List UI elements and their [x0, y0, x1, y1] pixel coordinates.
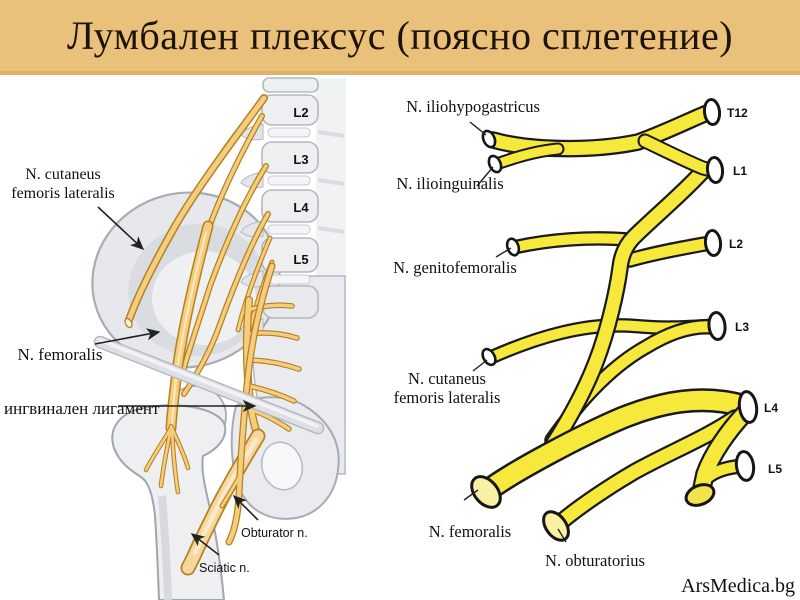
obturator-arrow — [232, 494, 259, 521]
vertebra-label-l2: L2 — [293, 105, 308, 120]
anatomy-arrows — [94, 206, 259, 556]
vertebra-l3 — [261, 141, 319, 174]
label-inguinal-ligament: ингвинален лигамент — [4, 399, 160, 418]
root-label-l4: L4 — [764, 401, 778, 415]
inguinal-ligament — [93, 335, 325, 435]
vertebra-label-l5: L5 — [293, 252, 308, 267]
label-obturator-n: Obturator n. — [241, 526, 308, 540]
cap-obturatorius — [542, 510, 570, 542]
label-cutaneus-line1: N. cutaneus — [25, 166, 101, 183]
obturator-foramen — [260, 441, 304, 491]
label-cutaneus-line2: femoris lateralis — [11, 185, 115, 202]
root-label-l1: L1 — [733, 164, 747, 178]
cap-genitofemoralis — [505, 237, 521, 257]
label-cutaneus-line1: N. cutaneus — [408, 369, 486, 388]
page-title: Лумбален плексус (поясно сплетение) — [66, 13, 734, 58]
nerve-obturator — [219, 262, 276, 546]
cap-femoralis — [470, 475, 502, 509]
root-labels: T12 L1 L2 L3 L4 L5 — [727, 106, 782, 476]
femoralis-arrow — [94, 328, 161, 345]
intervertebral-discs — [267, 127, 311, 285]
lumbar-plexus-figure: L2 L3 L4 L5 — [4, 77, 795, 600]
nerve-femoral-bundle — [165, 220, 214, 434]
vertebra-l4 — [261, 189, 319, 223]
label-obturatorius: N. obturatorius — [545, 551, 645, 570]
nerve-end-caps — [481, 129, 521, 367]
root-label-l3: L3 — [735, 320, 749, 334]
vertebra-labels: L2 L3 L4 L5 — [293, 105, 309, 267]
schematic-labels: N. iliohypogastricus N. ilioinguinalis N… — [393, 97, 645, 570]
title-bar: Лумбален плексус (поясно сплетение) — [0, 0, 800, 75]
root-cap-l4 — [737, 390, 759, 424]
label-femoralis: N. femoralis — [18, 345, 103, 364]
sciatic-arrow — [190, 533, 220, 556]
vertebra-label-l4: L4 — [293, 200, 309, 215]
cap-lumbosacral — [684, 483, 716, 507]
root-cap-l1 — [705, 156, 725, 184]
root-cap-l3 — [707, 311, 727, 341]
plexus-schematic: N. iliohypogastricus N. ilioinguinalis N… — [393, 97, 782, 570]
cutaneus-arrow — [97, 206, 145, 250]
label-femoralis: N. femoralis — [429, 522, 511, 541]
root-cap-l5 — [734, 450, 756, 482]
schematic-tubes — [478, 104, 756, 531]
anatomy-labels: N. cutaneus femoris lateralis N. femoral… — [4, 166, 308, 575]
label-iliohypogastricus: N. iliohypogastricus — [406, 97, 540, 116]
vertebra-l2 — [261, 94, 319, 126]
vertebral-bodies — [261, 77, 319, 319]
anatomy-illustration: L2 L3 L4 L5 — [4, 77, 346, 600]
schematic-pointers — [463, 121, 567, 543]
root-cap-l2 — [703, 229, 723, 257]
nerve-trunk-caps — [470, 475, 716, 542]
nerve-cutaneus-femoris — [124, 94, 268, 329]
root-label-l2: L2 — [729, 237, 743, 251]
watermark: ArsMedica.bg — [681, 575, 795, 597]
label-sciatic-n: Sciatic n. — [199, 561, 250, 575]
label-ilioinguinalis: N. ilioinguinalis — [396, 174, 503, 193]
femoral-branches — [143, 423, 191, 495]
root-label-l5: L5 — [768, 462, 782, 476]
root-label-t12: T12 — [727, 106, 748, 120]
label-genitofemoralis: N. genitofemoralis — [393, 258, 517, 277]
vertebra-label-l3: L3 — [293, 152, 308, 167]
root-caps — [702, 98, 759, 482]
root-cap-t12 — [702, 98, 722, 126]
label-cutaneus-line2: femoris lateralis — [394, 388, 501, 407]
